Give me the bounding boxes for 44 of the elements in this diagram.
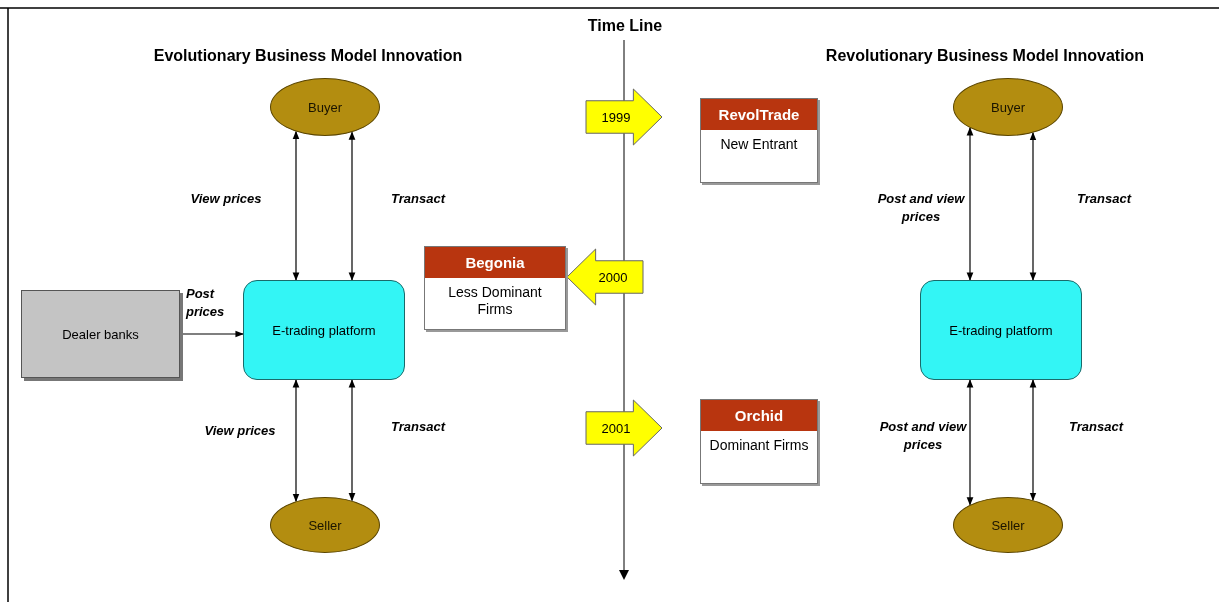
node-label: Buyer <box>308 99 342 115</box>
year-arrow <box>566 248 644 306</box>
arrow <box>1029 132 1037 281</box>
node-label: Buyer <box>991 99 1025 115</box>
year-label: 1999 <box>601 109 631 125</box>
platform-box <box>920 280 1082 380</box>
year-label: 2001 <box>601 420 631 436</box>
arrow <box>292 130 300 281</box>
edge-label: Post prices <box>186 285 226 322</box>
year-label: 2000 <box>598 269 628 285</box>
dealer-box <box>21 290 180 378</box>
firm-card <box>424 246 566 330</box>
platform-box <box>243 280 405 380</box>
firm-card <box>700 399 818 484</box>
arrow <box>348 379 356 502</box>
firm-name-header: Orchid <box>701 400 817 431</box>
edge-label: View prices <box>203 422 277 440</box>
node-label: E-trading platform <box>949 322 1053 338</box>
firm-name-header: RevolTrade <box>701 99 817 130</box>
arrow <box>966 379 974 506</box>
edge-label: Transact <box>390 418 447 436</box>
edge-label: Transact <box>1068 418 1125 436</box>
year-arrow <box>585 399 663 457</box>
node-label: Seller <box>308 517 342 533</box>
arrow <box>292 379 300 503</box>
firm-type: New Entrant <box>719 135 799 154</box>
edge-label: Post and view prices <box>876 190 966 227</box>
edge-label: Transact <box>1076 190 1133 208</box>
firm-type: Dominant Firms <box>708 436 810 455</box>
node-label: Dealer banks <box>62 326 139 342</box>
arrow <box>348 131 356 281</box>
node-label: E-trading platform <box>272 322 376 338</box>
firm-card <box>700 98 818 183</box>
arrow <box>1029 379 1037 501</box>
timeline-title: Time Line <box>587 17 663 35</box>
firm-type: Less Dominant Firms <box>447 283 543 319</box>
edge-label: View prices <box>189 190 263 208</box>
edge-label: Post and view prices <box>878 418 968 455</box>
year-arrow <box>585 88 663 146</box>
node-label: Seller <box>991 517 1025 533</box>
edge-label: Transact <box>390 190 447 208</box>
firm-name-header: Begonia <box>425 247 565 278</box>
section-title: Revolutionary Business Model Innovation <box>825 47 1145 65</box>
arrow <box>966 127 974 281</box>
